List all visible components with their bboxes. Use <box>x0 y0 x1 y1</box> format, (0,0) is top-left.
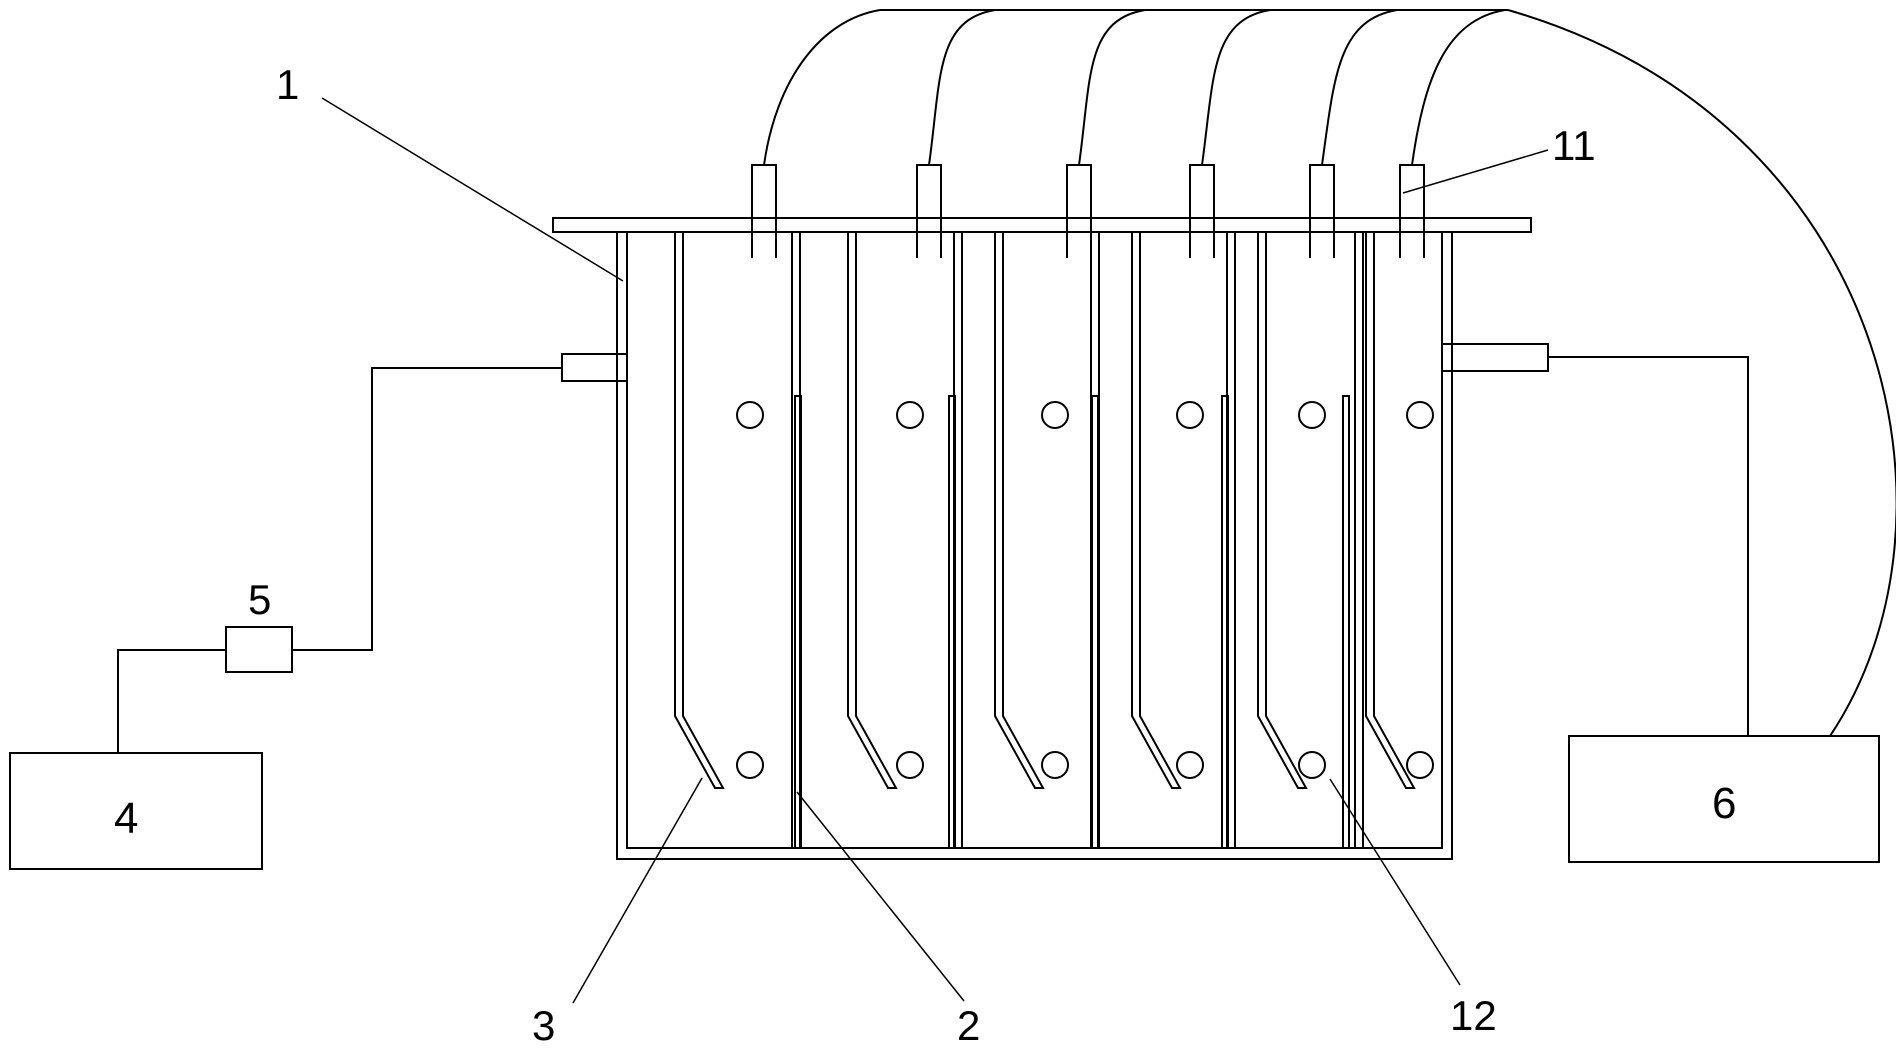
terminal-wire-3 <box>1078 9 1146 166</box>
lower-hole-1 <box>736 751 764 779</box>
tank-lid <box>552 217 1532 233</box>
outlet-line <box>1507 9 1896 863</box>
electrode-plate-6 <box>1365 232 1416 789</box>
upper-hole-4 <box>1176 401 1204 429</box>
left-box <box>9 752 263 870</box>
upper-hole-5 <box>1298 401 1326 429</box>
outlet-port <box>1451 343 1549 372</box>
electrode-plate-2 <box>847 232 898 789</box>
label-terminal: 11 <box>1552 122 1596 169</box>
leader-tank <box>321 97 624 282</box>
ports <box>561 343 1549 382</box>
tank <box>552 217 1532 860</box>
lower-hole-4 <box>1176 751 1204 779</box>
lower-hole-3 <box>1041 751 1069 779</box>
partition-2 <box>948 395 956 848</box>
power-wire <box>1507 9 1896 737</box>
leader-partition <box>796 791 965 1002</box>
leader-terminal <box>1402 149 1549 194</box>
valve <box>225 626 293 673</box>
electrode-plate-1 <box>674 232 725 789</box>
terminal-wire-6 <box>1411 9 1506 166</box>
labels: 1 11 5 4 6 3 2 12 <box>114 61 1736 1048</box>
label-left-box: 4 <box>114 794 138 843</box>
holes <box>736 401 1434 779</box>
terminal-wire-2 <box>928 9 996 166</box>
tank-inner-wall <box>626 232 1443 849</box>
electrode-plate-4 <box>1131 232 1182 789</box>
terminal-6 <box>1399 164 1425 258</box>
terminal-wires <box>763 9 1508 166</box>
terminal-3 <box>1066 164 1092 258</box>
upper-hole-1 <box>736 401 764 429</box>
terminal-2 <box>916 164 942 258</box>
leader-plate <box>572 777 703 1004</box>
label-right-box: 6 <box>1712 779 1736 828</box>
partition-1 <box>794 395 802 848</box>
lower-hole-5 <box>1298 751 1326 779</box>
inlet-port <box>561 353 618 382</box>
right-box <box>1568 735 1880 863</box>
terminal-4 <box>1189 164 1215 258</box>
upper-hole-3 <box>1041 401 1069 429</box>
terminals <box>751 164 1425 258</box>
terminal-wire-4 <box>1201 9 1271 166</box>
label-valve: 5 <box>248 576 271 623</box>
electrode-plate-3 <box>994 232 1045 789</box>
electrode-plates <box>674 232 1416 789</box>
upper-hole-2 <box>896 401 924 429</box>
terminal-5 <box>1309 164 1335 258</box>
partitions <box>791 232 1364 848</box>
electrode-plate-5 <box>1257 232 1308 789</box>
tank-outer-wall <box>616 231 1453 860</box>
terminal-1 <box>751 164 777 258</box>
label-hole: 12 <box>1450 992 1497 1039</box>
label-plate: 3 <box>532 1002 555 1048</box>
label-partition: 2 <box>957 1002 980 1048</box>
partition-3 <box>1091 395 1099 848</box>
leader-lines <box>321 97 1549 1004</box>
partition-5 <box>1342 395 1350 848</box>
partition-4 <box>1221 395 1229 848</box>
lower-hole-2 <box>896 751 924 779</box>
supply-pipe <box>117 649 226 753</box>
leader-hole <box>1329 778 1461 986</box>
outlet-pipe <box>1548 356 1749 736</box>
lower-hole-6 <box>1406 751 1434 779</box>
label-tank: 1 <box>276 61 299 108</box>
upper-hole-6 <box>1406 401 1434 429</box>
inlet-pipe <box>292 367 562 651</box>
inlet-line <box>9 367 562 870</box>
terminal-wire-5 <box>1321 9 1398 166</box>
terminal-wire-1 <box>763 9 881 166</box>
